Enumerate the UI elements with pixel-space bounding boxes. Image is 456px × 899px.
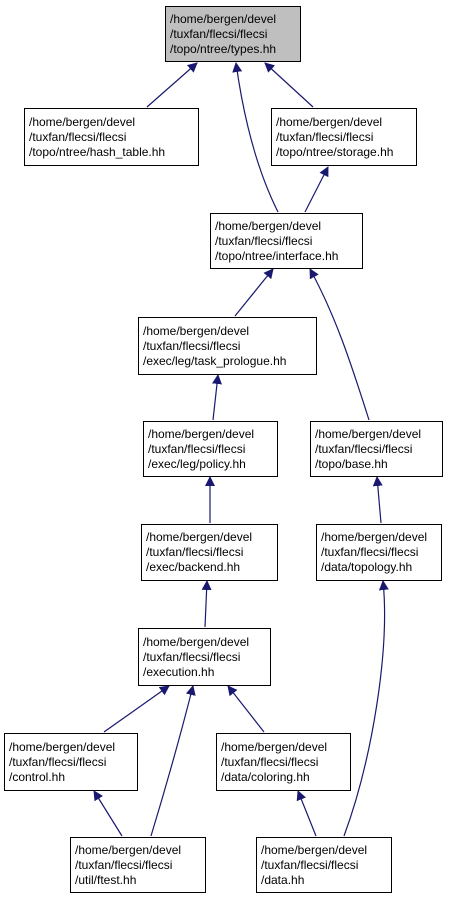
- edge-storage-to-types: [264, 62, 314, 108]
- node-line: /tuxfan/flecsi/flecsi: [261, 857, 359, 872]
- node-hash-table-hh[interactable]: /home/bergen/devel /tuxfan/flecsi/flecsi…: [24, 108, 199, 166]
- node-line: /topo/base.hh: [315, 456, 388, 471]
- edge-interface-to-types: [232, 62, 279, 213]
- node-line: /home/bergen/devel: [321, 530, 428, 544]
- node-coloring-hh[interactable]: /home/bergen/devel /tuxfan/flecsi/flecsi…: [216, 733, 351, 791]
- node-line: /home/bergen/devel: [170, 11, 277, 26]
- node-line: /home/bergen/devel: [75, 842, 182, 857]
- node-types-hh: /home/bergen/devel /tuxfan/flecsi/flecsi…: [165, 6, 301, 62]
- node-line: /topo/ntree/storage.hh: [276, 144, 394, 159]
- edge-hash-table-to-types: [146, 62, 198, 108]
- node-line: /home/bergen/devel: [9, 739, 116, 754]
- node-line: /tuxfan/flecsi/flecsi: [75, 857, 173, 872]
- node-line: /home/bergen/devel: [261, 842, 368, 857]
- node-task-prologue-hh[interactable]: /home/bergen/devel /tuxfan/flecsi/flecsi…: [138, 317, 317, 375]
- node-line: /tuxfan/flecsi/flecsi: [29, 129, 127, 144]
- node-line: /home/bergen/devel: [29, 114, 136, 129]
- node-ftest-hh[interactable]: /home/bergen/devel /tuxfan/flecsi/flecsi…: [70, 837, 206, 893]
- node-line: /util/ftest.hh: [75, 872, 137, 887]
- edge-control-to-execution: [103, 685, 170, 733]
- node-line: /topo/ntree/hash_table.hh: [29, 144, 166, 159]
- node-line: /exec/backend.hh: [146, 560, 241, 574]
- edge-base-to-interface: [309, 268, 370, 421]
- node-line: /home/bergen/devel: [143, 323, 250, 338]
- node-line: /data.hh: [261, 872, 305, 887]
- node-storage-hh[interactable]: /home/bergen/devel /tuxfan/flecsi/flecsi…: [271, 108, 417, 166]
- node-line: /tuxfan/flecsi/flecsi: [215, 233, 313, 248]
- node-line: /home/bergen/devel: [146, 530, 253, 544]
- node-line: /tuxfan/flecsi/flecsi: [315, 441, 413, 456]
- edge-data-to-topology: [343, 580, 389, 837]
- edge-execution-to-backend: [201, 580, 212, 628]
- node-line: /tuxfan/flecsi/flecsi: [321, 545, 419, 559]
- node-line: /tuxfan/flecsi/flecsi: [146, 545, 244, 559]
- node-base-hh[interactable]: /home/bergen/devel /tuxfan/flecsi/flecsi…: [310, 421, 443, 477]
- edge-topology-to-base: [372, 476, 383, 524]
- node-line: /tuxfan/flecsi/flecsi: [276, 129, 374, 144]
- node-interface-hh[interactable]: /home/bergen/devel /tuxfan/flecsi/flecsi…: [210, 213, 363, 269]
- edge-interface-to-storage: [304, 166, 329, 213]
- node-execution-hh[interactable]: /home/bergen/devel /tuxfan/flecsi/flecsi…: [138, 628, 271, 686]
- node-line: /tuxfan/flecsi/flecsi: [221, 754, 319, 769]
- edge-data-to-coloring: [296, 790, 317, 837]
- node-line: /execution.hh: [143, 664, 215, 679]
- node-line: /tuxfan/flecsi/flecsi: [170, 26, 268, 41]
- edge-ftest-to-control: [93, 790, 123, 837]
- node-line: /tuxfan/flecsi/flecsi: [148, 441, 246, 456]
- node-control-hh[interactable]: /home/bergen/devel /tuxfan/flecsi/flecsi…: [4, 733, 138, 791]
- node-data-hh[interactable]: /home/bergen/devel /tuxfan/flecsi/flecsi…: [256, 837, 392, 893]
- node-line: /home/bergen/devel: [143, 634, 250, 649]
- node-line: /control.hh: [9, 769, 66, 784]
- edge-policy-to-task-prologue: [212, 374, 222, 421]
- node-line: /home/bergen/devel: [215, 218, 322, 233]
- node-line: /tuxfan/flecsi/flecsi: [143, 338, 241, 353]
- node-line: /data/topology.hh: [321, 560, 413, 574]
- node-line: /exec/leg/task_prologue.hh: [143, 353, 287, 368]
- node-line: /data/coloring.hh: [221, 769, 310, 784]
- node-line: /exec/leg/policy.hh: [148, 456, 246, 471]
- node-line: /home/bergen/devel: [276, 114, 383, 129]
- node-line: /tuxfan/flecsi/flecsi: [9, 754, 107, 769]
- node-line: /topo/ntree/types.hh: [170, 41, 277, 56]
- node-line: /home/bergen/devel: [148, 426, 255, 441]
- edge-coloring-to-execution: [227, 685, 265, 733]
- node-line: /topo/ntree/interface.hh: [215, 248, 339, 263]
- node-line: /home/bergen/devel: [315, 426, 422, 441]
- node-backend-hh[interactable]: /home/bergen/devel /tuxfan/flecsi/flecsi…: [141, 524, 278, 581]
- node-topology-hh[interactable]: /home/bergen/devel /tuxfan/flecsi/flecsi…: [316, 524, 442, 581]
- node-line: /tuxfan/flecsi/flecsi: [143, 649, 241, 664]
- edge-task-prologue-to-interface: [234, 268, 274, 317]
- edge-ftest-to-execution: [150, 685, 196, 837]
- node-line: /home/bergen/devel: [221, 739, 328, 754]
- node-policy-hh[interactable]: /home/bergen/devel /tuxfan/flecsi/flecsi…: [143, 421, 278, 477]
